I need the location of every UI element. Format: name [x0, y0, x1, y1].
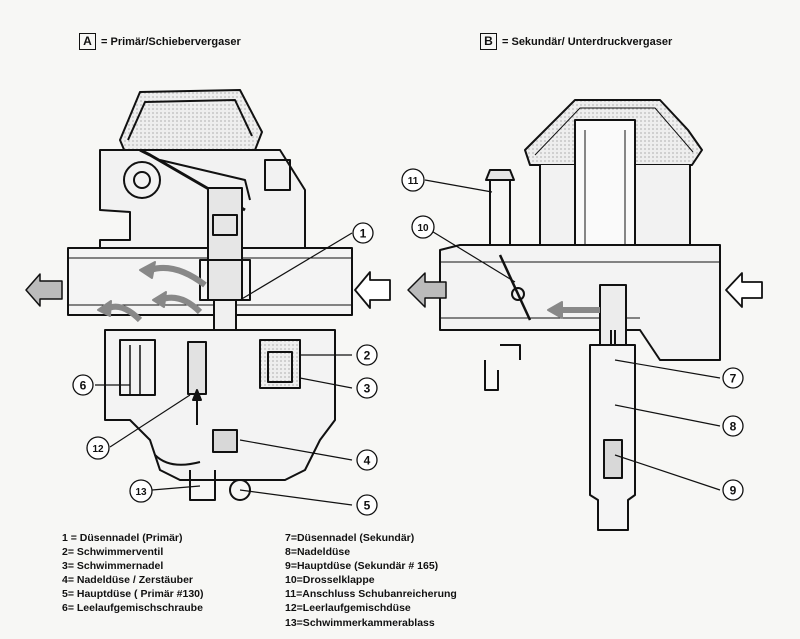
callout-10-label: 10: [417, 223, 429, 234]
legend-item: 6= Leelaufgemischschraube: [62, 602, 203, 615]
secondary-carburetor-drawing: [407, 99, 763, 531]
callout-10: 10: [411, 215, 435, 239]
legend-item: 7=Düsennadel (Sekundär): [285, 532, 415, 544]
primary-carburetor-drawing: [25, 89, 391, 501]
header-secondary-carburetor: B = Sekundär/ Unterdruckvergaser: [480, 33, 672, 50]
header-secondary-text: = Sekundär/ Unterdruckvergaser: [502, 35, 673, 48]
callout-2: 2: [356, 344, 378, 366]
callout-11: 11: [401, 168, 425, 192]
legend-item: 10=Drosselklappe: [285, 574, 375, 587]
header-primary-text: = Primär/Schiebervergaser: [101, 35, 241, 48]
callout-2-label: 2: [364, 349, 371, 363]
legend-item: 9=Hauptdüse (Sekundär # 165): [285, 560, 439, 573]
legend-item: 3= Schwimmernadel: [62, 560, 164, 573]
legend-secondary: 7=Düsennadel (Sekundär) 8=Nadeldüse 9=Ha…: [285, 531, 457, 630]
legend-item: 12=Leerlaufgemischdüse: [285, 602, 411, 615]
callout-3: 3: [356, 377, 378, 399]
legend-item: 8=Nadeldüse: [285, 546, 351, 559]
legend-item: 1 = Düsennadel (Primär): [62, 532, 183, 544]
label-box-a: A: [79, 33, 96, 50]
callout-labels: 1 2 3 4 5 6 7: [72, 168, 744, 516]
callout-6: 6: [72, 374, 94, 396]
callout-12: 12: [86, 436, 110, 460]
callout-8: 8: [722, 415, 744, 437]
callout-1-label: 1: [360, 227, 367, 241]
callout-4: 4: [356, 449, 378, 471]
callout-3-label: 3: [364, 382, 371, 396]
callout-leaders: [95, 179, 721, 506]
callout-9-label: 9: [730, 484, 737, 498]
callout-7: 7: [722, 367, 744, 389]
callout-8-label: 8: [730, 420, 737, 434]
callout-9: 9: [722, 479, 744, 501]
callout-13: 13: [129, 479, 153, 503]
legend-primary: 1 = Düsennadel (Primär) 2= Schwimmervent…: [62, 531, 204, 616]
legend-item: 13=Schwimmerkammerablass: [285, 616, 435, 629]
legend-item: 11=Anschluss Schubanreicherung: [285, 588, 457, 601]
legend-item: 4= Nadeldüse / Zerstäuber: [62, 574, 194, 587]
callout-5: 5: [356, 494, 378, 516]
callout-1: 1: [352, 222, 374, 244]
legend-item: 5= Hauptdüse ( Primär #130): [62, 588, 204, 601]
callout-12-label: 12: [92, 444, 104, 455]
callout-6-label: 6: [80, 379, 87, 393]
label-box-b: B: [480, 33, 497, 50]
legend-item: 2= Schwimmerventil: [62, 546, 164, 559]
callout-5-label: 5: [364, 499, 371, 513]
callout-4-label: 4: [364, 454, 371, 468]
header-primary-carburetor: A = Primär/Schiebervergaser: [79, 33, 241, 50]
callout-7-label: 7: [730, 372, 737, 386]
callout-11-label: 11: [408, 176, 419, 187]
callout-13-label: 13: [135, 487, 147, 498]
